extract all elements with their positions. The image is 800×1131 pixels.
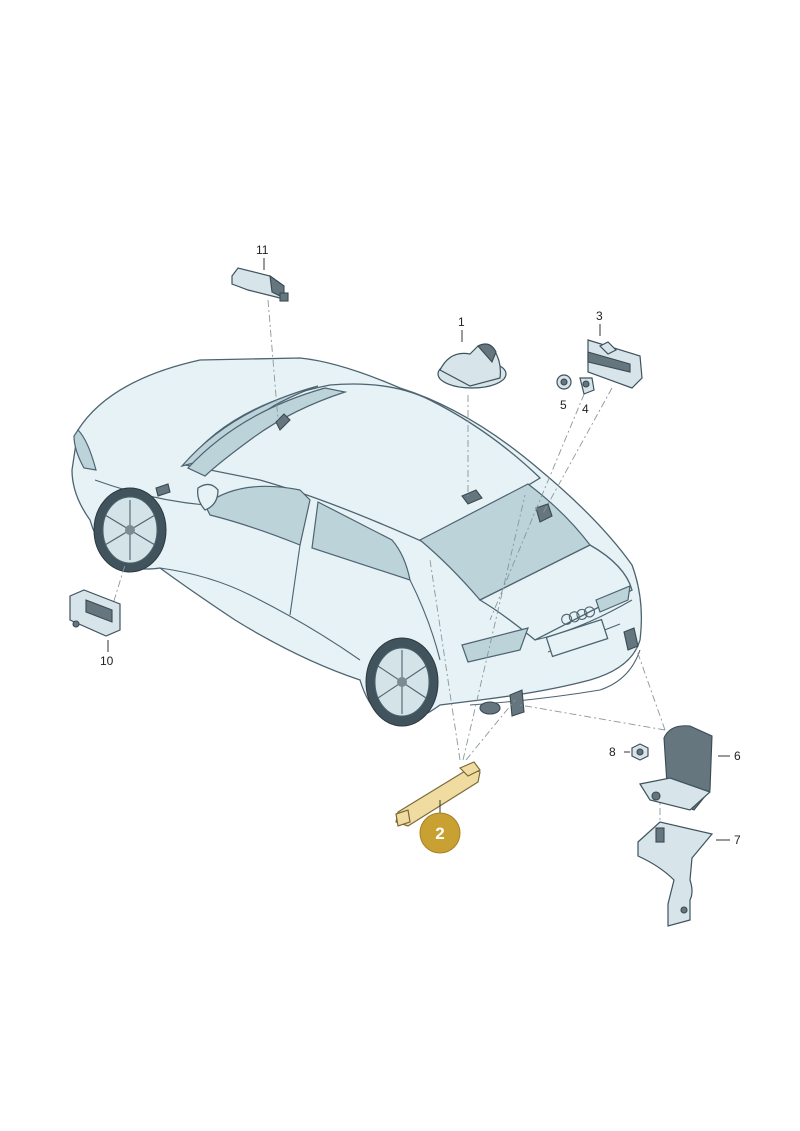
callout-8: 8 — [609, 745, 616, 759]
callout-6: 6 — [734, 749, 741, 763]
part-7-mounting-bracket[interactable] — [637, 821, 730, 927]
callout-2-badge[interactable]: 2 — [419, 812, 461, 854]
callout-5: 5 — [560, 398, 567, 412]
part-6-module-housing[interactable] — [639, 725, 730, 811]
callout-10: 10 — [100, 654, 114, 668]
callout-11: 11 — [256, 243, 269, 257]
part-4-clip[interactable] — [579, 377, 595, 395]
part-3-bracket-module[interactable] — [587, 324, 643, 389]
callout-3: 3 — [596, 309, 603, 323]
part-11-control-unit[interactable] — [231, 258, 289, 302]
front-wheel — [93, 487, 167, 573]
part-8-hex-nut[interactable] — [624, 743, 649, 761]
leader-lines — [104, 299, 666, 860]
car-illustration — [71, 357, 642, 727]
part-5-nut[interactable] — [556, 374, 572, 390]
callout-1: 1 — [458, 315, 465, 329]
callout-2: 2 — [435, 824, 444, 843]
callout-4: 4 — [582, 402, 589, 416]
part-10-sensor-unit[interactable] — [69, 589, 121, 652]
part-2-antenna-strip[interactable] — [395, 761, 481, 827]
part-1-roof-antenna[interactable] — [437, 330, 507, 389]
rear-wheel — [365, 637, 439, 727]
callout-7: 7 — [734, 833, 741, 847]
